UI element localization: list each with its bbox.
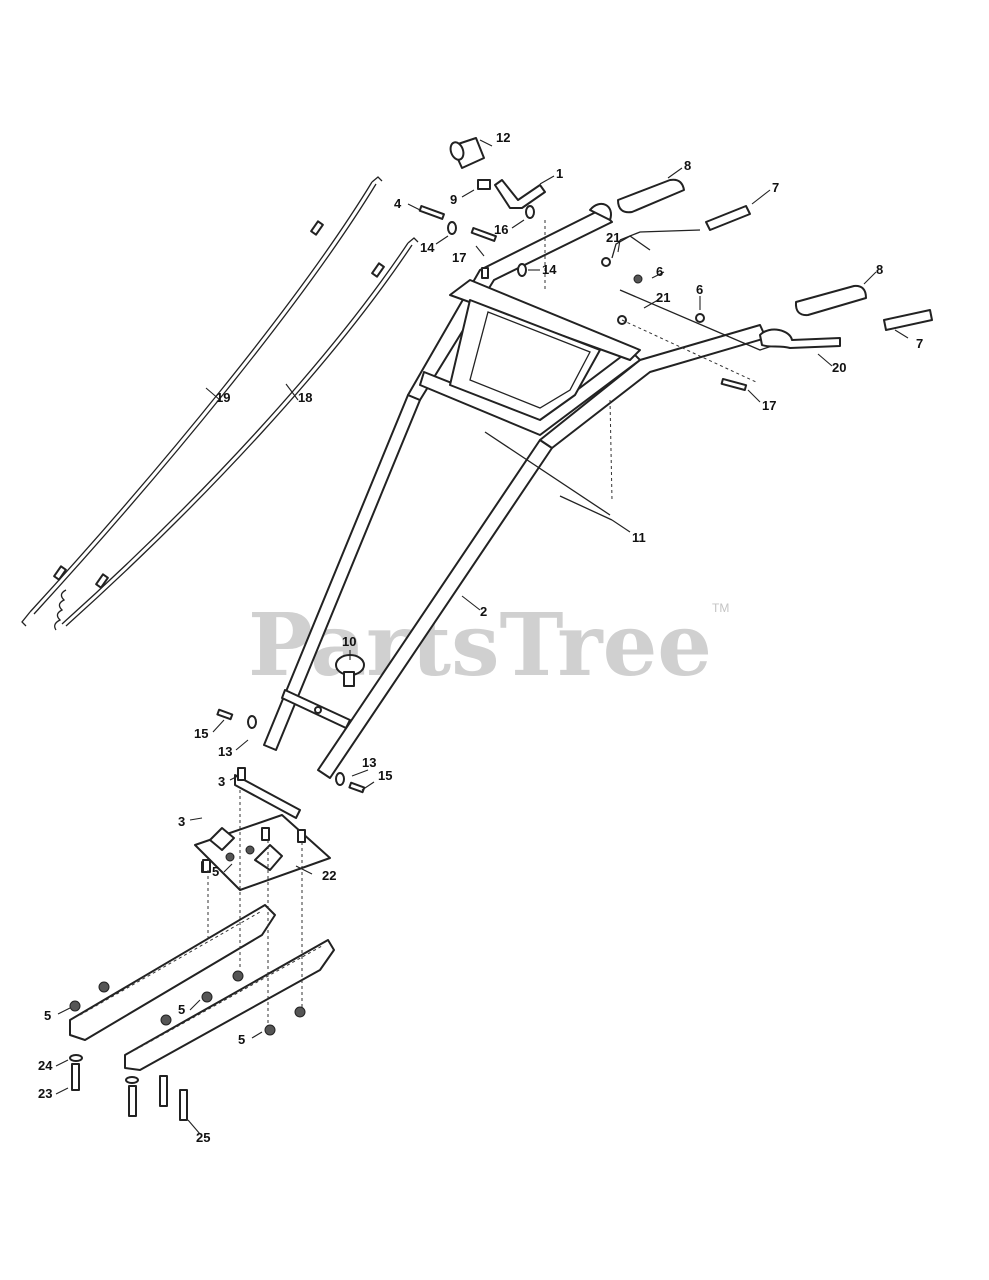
callout-3-a: 3 (218, 774, 225, 789)
callout-19: 19 (216, 390, 230, 405)
callout-13-a: 13 (218, 744, 232, 759)
cable-19 (21, 176, 383, 627)
knob-12 (449, 137, 485, 169)
cable-18 (54, 237, 419, 631)
callout-23: 23 (38, 1086, 52, 1101)
handle-frame (263, 202, 767, 779)
rod-7-lower (883, 309, 933, 331)
callout-7-lower: 7 (916, 336, 923, 351)
callout-13-b: 13 (362, 755, 376, 770)
callout-17-upper: 17 (452, 250, 466, 265)
callout-21-upper: 21 (606, 230, 620, 245)
plate-22 (194, 774, 331, 891)
callout-8-lower: 8 (876, 262, 883, 277)
leader-lines (55, 139, 909, 1135)
bolts-upper (202, 708, 366, 873)
callout-16: 16 (494, 222, 508, 237)
callout-5-d: 5 (238, 1032, 245, 1047)
callout-5-b: 5 (44, 1008, 51, 1023)
callout-20: 20 (832, 360, 846, 375)
hardware-upper (418, 179, 748, 392)
callout-5-c: 5 (178, 1002, 185, 1017)
assembly-lines (207, 220, 757, 1025)
callout-4: 4 (394, 196, 402, 211)
callout-15-a: 15 (194, 726, 208, 741)
cable-11 (484, 431, 613, 521)
callout-7-upper: 7 (772, 180, 779, 195)
hardware-lower (69, 970, 306, 1121)
callout-3-b: 3 (178, 814, 185, 829)
callout-2: 2 (480, 604, 487, 619)
callout-6-b: 6 (696, 282, 703, 297)
grip-8-lower (794, 284, 867, 317)
callout-24: 24 (38, 1058, 53, 1073)
lever-20 (611, 229, 841, 351)
callout-14-a: 14 (420, 240, 435, 255)
callout-12: 12 (496, 130, 510, 145)
skid-rails (69, 904, 335, 1071)
watermark-trademark: TM (712, 601, 729, 615)
callout-15-b: 15 (378, 768, 392, 783)
callout-17-lower: 17 (762, 398, 776, 413)
callout-25: 25 (196, 1130, 210, 1145)
knob-10 (335, 654, 365, 687)
callout-9: 9 (450, 192, 457, 207)
rod-7-upper (705, 205, 751, 231)
callout-21-lower: 21 (656, 290, 670, 305)
lever-1 (494, 179, 546, 209)
callout-10: 10 (342, 634, 356, 649)
grip-8-upper (617, 178, 685, 214)
callout-18: 18 (298, 390, 312, 405)
callouts: 12 1 8 7 9 4 16 14 17 14 21 6 21 6 8 7 2… (38, 130, 923, 1145)
lower-brace (281, 689, 351, 729)
callout-22: 22 (322, 868, 336, 883)
callout-14-b: 14 (542, 262, 557, 277)
callout-6-a: 6 (656, 264, 663, 279)
callout-8-upper: 8 (684, 158, 691, 173)
callout-1: 1 (556, 166, 563, 181)
callout-11: 11 (632, 530, 646, 545)
callout-5-a: 5 (212, 864, 219, 879)
